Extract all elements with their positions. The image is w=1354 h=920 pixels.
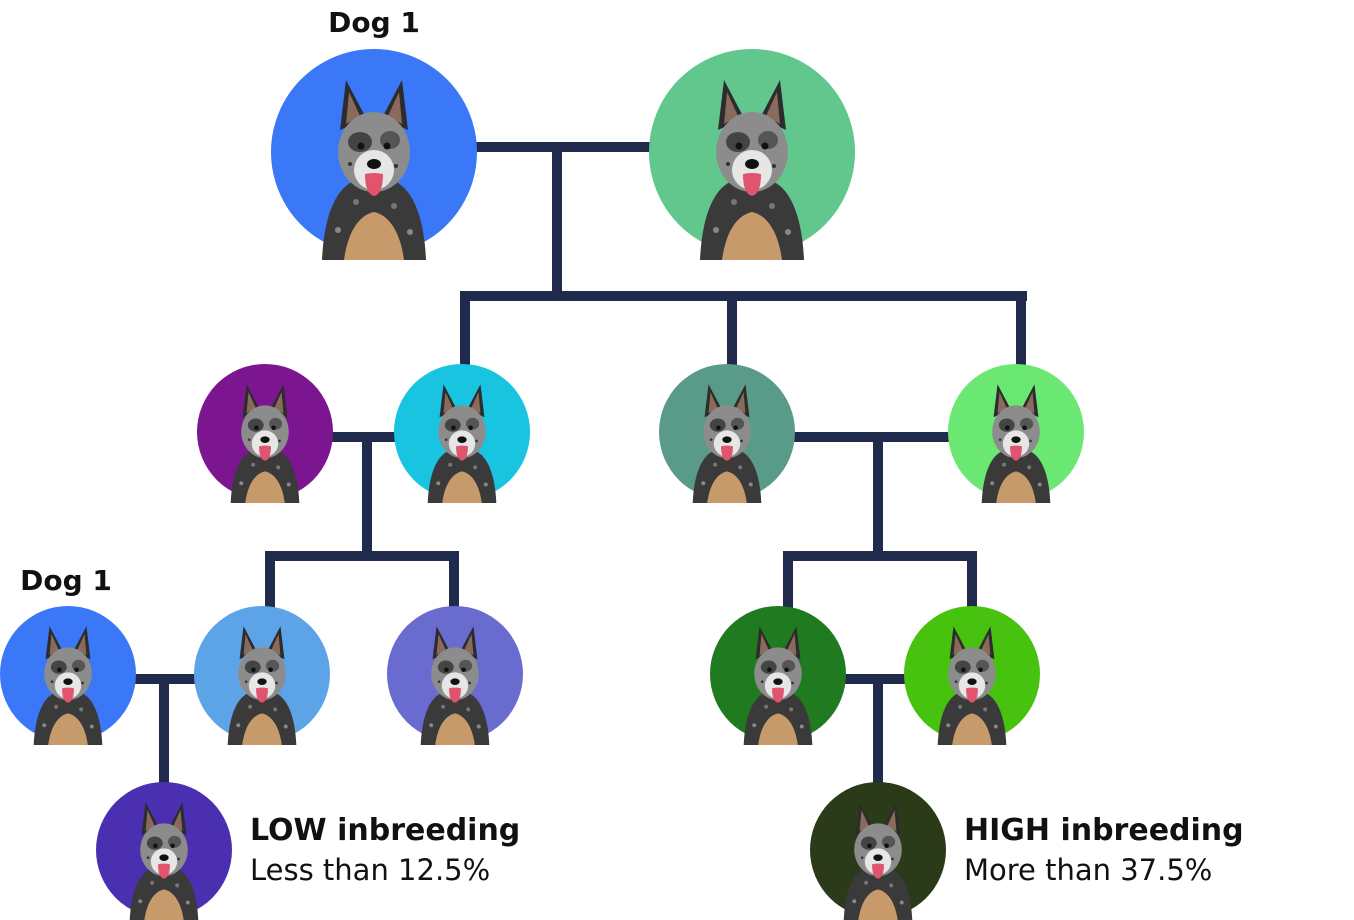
dog-node-dog1-left <box>0 606 136 745</box>
dog-node-gen2-purple <box>197 364 333 503</box>
dog-node-gen3-lightblue <box>194 606 330 745</box>
dog-node-offspring-low <box>96 782 232 920</box>
dog-node-gen3-darkgreen <box>710 606 846 745</box>
dog-node-gen2-lightgreen <box>948 364 1084 503</box>
dog-node-gen2-cyan <box>394 364 530 503</box>
dog-node-gen2-teal <box>659 364 795 503</box>
dog-node-gen3-green <box>904 606 1040 745</box>
dog-node-gen3-violet <box>387 606 523 745</box>
dog1-left-label: Dog 1 <box>20 564 112 597</box>
low-inbreeding-desc: Less than 12.5% <box>250 853 490 887</box>
dog-node-offspring-high <box>810 782 946 920</box>
low-inbreeding-title: LOW inbreeding <box>250 813 520 848</box>
high-inbreeding-desc: More than 37.5% <box>964 853 1212 887</box>
dog-node-top-right <box>649 49 855 260</box>
dog1-top-label: Dog 1 <box>328 6 420 39</box>
high-inbreeding-title: HIGH inbreeding <box>964 813 1244 848</box>
dog-node-dog1-top <box>271 49 477 260</box>
pedigree-connectors <box>135 142 1027 785</box>
